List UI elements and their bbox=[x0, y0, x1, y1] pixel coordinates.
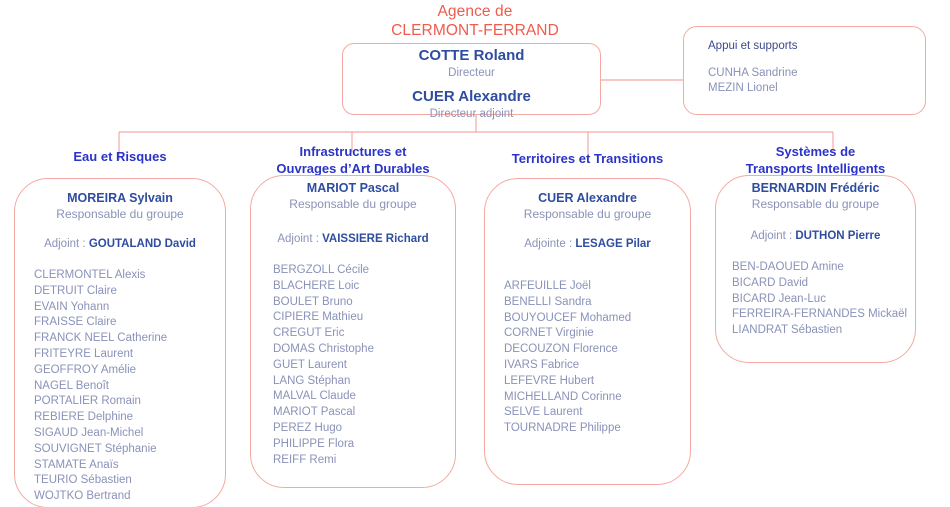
list-item: LIANDRAT Sébastien bbox=[732, 324, 843, 337]
list-item: STAMATE Anaïs bbox=[34, 458, 119, 471]
group-1-deputy-label: Adjoint : bbox=[277, 233, 323, 245]
list-item: SOUVIGNET Stéphanie bbox=[34, 442, 157, 455]
direction-box: COTTE Roland Directeur CUER Alexandre Di… bbox=[342, 43, 601, 120]
list-item: PORTALIER Romain bbox=[34, 395, 141, 408]
list-item: FRANCK NEEL Catherine bbox=[34, 332, 168, 345]
agency-title-line2: CLERMONT-FERRAND bbox=[391, 22, 559, 39]
group-heading-1: Infrastructures et Ouvrages d’Art Durabl… bbox=[250, 143, 456, 177]
group-heading-1-line1: Infrastructures et bbox=[299, 144, 407, 159]
group-0-deputy-name: GOUTALAND David bbox=[88, 238, 196, 250]
list-item: MALVAL Claude bbox=[273, 390, 356, 403]
list-item: SELVE Laurent bbox=[504, 406, 583, 419]
list-item: MARIOT Pascal bbox=[273, 406, 356, 419]
list-item: FERREIRA-FERNANDES Mickaël bbox=[732, 308, 908, 321]
group-heading-3: Systèmes de Transports Intelligents bbox=[715, 143, 916, 177]
group-2-deputy-label: Adjointe : bbox=[524, 238, 576, 250]
group-0-lead-role: Responsable du groupe bbox=[56, 207, 184, 221]
list-item: BICARD David bbox=[732, 276, 809, 289]
list-item: LEFEVRE Hubert bbox=[504, 374, 595, 387]
list-item: ARFEUILLE Joël bbox=[504, 280, 591, 292]
group-2-deputy: Adjointe : LESAGE Pilar bbox=[485, 236, 690, 252]
list-item: FRITEYRE Laurent bbox=[34, 347, 134, 360]
list-item: TEURIO Sébastien bbox=[34, 474, 132, 487]
group-2-deputy-name: LESAGE Pilar bbox=[575, 238, 651, 250]
group-3-lead-role: Responsable du groupe bbox=[751, 197, 880, 211]
group-1-deputy-name: VAISSIERE Richard bbox=[322, 233, 429, 245]
list-item: EVAIN Yohann bbox=[34, 300, 110, 313]
list-item: SIGAUD Jean-Michel bbox=[34, 426, 144, 439]
list-item: LANG Stéphan bbox=[273, 374, 351, 387]
group-box-1: MARIOT Pascal Responsable du groupe Adjo… bbox=[250, 175, 456, 488]
list-item: GEOFFROY Amélie bbox=[34, 363, 137, 376]
group-box-2: CUER Alexandre Responsable du groupe Adj… bbox=[484, 178, 691, 485]
agency-title-line1: Agence de bbox=[437, 3, 513, 20]
group-heading-3-line2: Transports Intelligents bbox=[745, 161, 886, 176]
list-item: WOJTKO Bertrand bbox=[34, 490, 131, 503]
deputy-director-role: Directeur adjoint bbox=[429, 108, 514, 120]
group-3-deputy: Adjoint : DUTHON Pierre bbox=[716, 228, 915, 244]
list-item: NAGEL Benoît bbox=[34, 379, 110, 392]
list-item: FRAISSE Claire bbox=[34, 316, 117, 329]
group-2-lead: CUER Alexandre bbox=[538, 191, 637, 205]
group-0-deputy: Adjoint : GOUTALAND David bbox=[15, 236, 225, 252]
list-item: REIFF Remi bbox=[273, 453, 337, 466]
list-item: DETRUIT Claire bbox=[34, 284, 117, 297]
director-role: Directeur bbox=[448, 67, 495, 79]
support-title: Appui et supports bbox=[708, 40, 798, 52]
list-item: BERGZOLL Cécile bbox=[273, 264, 370, 276]
list-item: DECOUZON Florence bbox=[504, 343, 618, 356]
list-item: GUET Laurent bbox=[273, 358, 347, 371]
list-item: CREGUT Eric bbox=[273, 327, 345, 340]
group-1-deputy: Adjoint : VAISSIERE Richard bbox=[251, 231, 455, 247]
list-item: REBIERE Delphine bbox=[34, 411, 134, 424]
group-heading-3-line1: Systèmes de bbox=[775, 144, 856, 159]
group-1-lead: MARIOT Pascal bbox=[306, 181, 400, 195]
group-0-lead: MOREIRA Sylvain bbox=[67, 191, 173, 205]
group-box-0: MOREIRA Sylvain Responsable du groupe Ad… bbox=[14, 178, 226, 507]
group-heading-2-line1: Territoires et Transitions bbox=[511, 151, 664, 166]
list-item: TOURNADRE Philippe bbox=[504, 422, 621, 435]
group-0-deputy-label: Adjoint : bbox=[44, 238, 89, 250]
group-box-3: BERNARDIN Frédéric Responsable du groupe… bbox=[715, 175, 916, 363]
director-name: COTTE Roland bbox=[418, 47, 525, 64]
list-item: CORNET Virginie bbox=[504, 327, 594, 340]
list-item: BENELLI Sandra bbox=[504, 295, 592, 308]
group-heading-0: Eau et Risques bbox=[14, 148, 226, 165]
deputy-director-name: CUER Alexandre bbox=[412, 88, 531, 105]
group-heading-2: Territoires et Transitions bbox=[484, 150, 691, 167]
group-2-lead-role: Responsable du groupe bbox=[523, 207, 652, 221]
list-item: CIPIERE Mathieu bbox=[273, 311, 364, 324]
group-heading-1-line2: Ouvrages d’Art Durables bbox=[276, 161, 430, 176]
list-item: BOULET Bruno bbox=[273, 295, 353, 308]
group-1-lead-role: Responsable du groupe bbox=[289, 197, 417, 211]
list-item: BLACHERE Loic bbox=[273, 279, 360, 292]
list-item: CLERMONTEL Alexis bbox=[34, 269, 146, 281]
list-item: BICARD Jean-Luc bbox=[732, 292, 826, 305]
agency-title: Agence de CLERMONT-FERRAND bbox=[330, 2, 620, 40]
list-item: CUNHA Sandrine bbox=[708, 67, 798, 79]
group-3-deputy-label: Adjoint : bbox=[750, 230, 796, 242]
list-item: PHILIPPE Flora bbox=[273, 437, 355, 450]
list-item: MEZIN Lionel bbox=[708, 81, 778, 94]
list-item: BEN-DAOUED Amine bbox=[732, 261, 844, 273]
list-item: IVARS Fabrice bbox=[504, 358, 580, 371]
list-item: PEREZ Hugo bbox=[273, 421, 343, 434]
list-item: BOUYOUCEF Mohamed bbox=[504, 311, 632, 324]
group-heading-0-line1: Eau et Risques bbox=[73, 149, 167, 164]
list-item: DOMAS Christophe bbox=[273, 342, 374, 355]
group-3-lead: BERNARDIN Frédéric bbox=[751, 181, 880, 195]
list-item: MICHELLAND Corinne bbox=[504, 390, 622, 403]
group-3-deputy-name: DUTHON Pierre bbox=[795, 230, 881, 242]
